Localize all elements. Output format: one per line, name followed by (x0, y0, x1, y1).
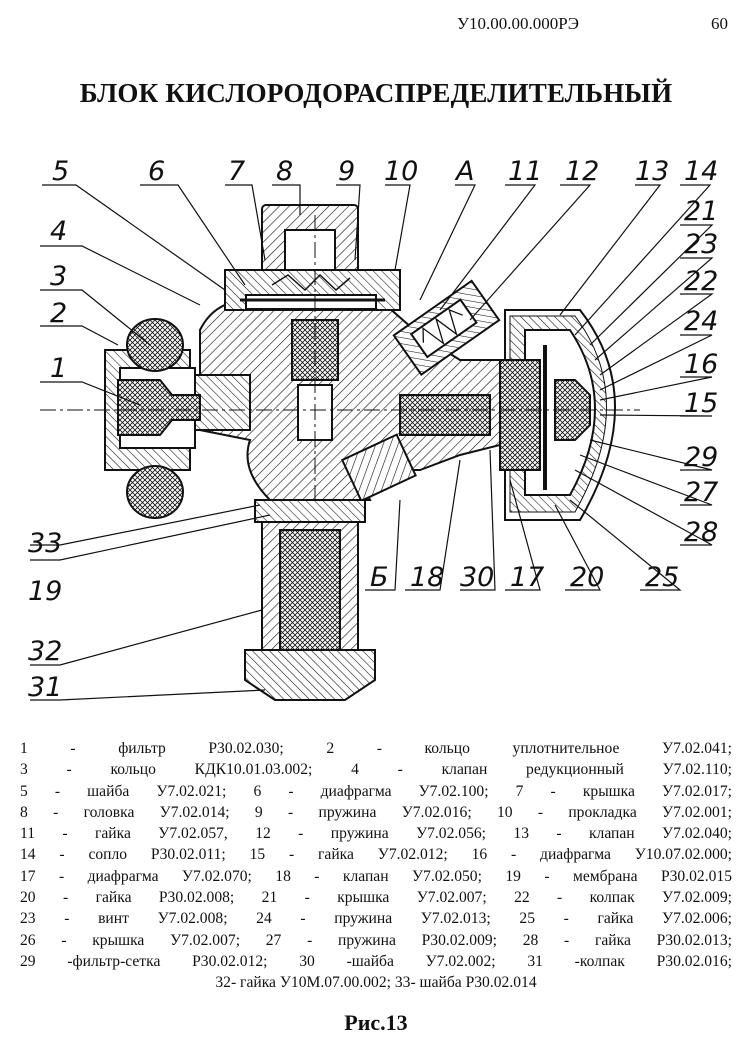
drawing-body (40, 204, 640, 701)
legend-line: 29 -фильтр-сетка Р30.02.012; 30 -шайба У… (20, 952, 732, 970)
legend-line: 17 - диафрагма У7.02.070; 18 - клапан У7… (20, 867, 732, 885)
legend-line: 32- гайка У10М.07.00.002; 33- шайба Р30.… (215, 974, 537, 992)
callout-B: Б (370, 562, 389, 593)
legend-line: 23 - винт У7.02.008; 24 - пружина У7.02.… (20, 910, 732, 928)
callout-10: 10 (384, 156, 418, 187)
callout-32: 32 (28, 636, 62, 667)
callout-25: 25 (645, 562, 679, 593)
callout-11: 11 (508, 156, 542, 187)
callout-27: 27 (684, 477, 718, 508)
callout-18: 18 (410, 562, 444, 593)
parts-legend: 1 - фильтр Р30.02.030; 2 - кольцо уплотн… (20, 738, 732, 994)
assembly-svg: 5 6 7 8 9 10 А 11 12 13 14 21 23 22 24 1… (28, 156, 718, 703)
callout-12: 12 (565, 156, 599, 187)
callout-16: 16 (684, 349, 718, 380)
callout-21: 21 (684, 196, 718, 227)
callout-2: 2 (50, 298, 67, 329)
callout-6: 6 (148, 156, 165, 187)
callout-28: 28 (684, 517, 718, 548)
callout-17: 17 (510, 562, 544, 593)
callout-24: 24 (684, 306, 718, 337)
legend-line: 3 - кольцо КДК10.01.03.002; 4 - клапан р… (20, 761, 732, 779)
page-header: У10.00.00.000РЭ 60 (0, 14, 752, 38)
assembly-drawing: 5 6 7 8 9 10 А 11 12 13 14 21 23 22 24 1… (0, 150, 752, 710)
page-title: БЛОК КИСЛОРОДОРАСПРЕДЕЛИТЕЛЬНЫЙ (79, 78, 673, 108)
callout-30: 30 (460, 562, 494, 593)
legend-line: 20 - гайка Р30.02.008; 21 - крышка У7.02… (20, 889, 732, 907)
callout-3: 3 (50, 261, 67, 292)
callout-9: 9 (338, 156, 355, 187)
callout-22: 22 (684, 266, 718, 297)
figure-caption: Рис.13 (344, 1010, 408, 1035)
callout-8: 8 (276, 156, 293, 187)
callout-15: 15 (684, 388, 718, 419)
callout-31: 31 (28, 672, 62, 703)
callout-13: 13 (635, 156, 669, 187)
callout-A: А (454, 156, 474, 187)
legend-line: 5 - шайба У7.02.021; 6 - диафрагма У7.02… (20, 782, 732, 800)
callout-labels: 5 6 7 8 9 10 А 11 12 13 14 21 23 22 24 1… (28, 156, 718, 703)
legend-line: 26 - крышка У7.02.007; 27 - пружина Р30.… (20, 931, 732, 949)
callout-20: 20 (570, 562, 604, 593)
callout-7: 7 (228, 156, 245, 187)
callout-33: 33 (28, 528, 62, 559)
legend-line: 1 - фильтр Р30.02.030; 2 - кольцо уплотн… (20, 740, 732, 757)
callout-23: 23 (684, 229, 718, 260)
callout-1: 1 (50, 353, 67, 384)
callout-14: 14 (684, 156, 718, 187)
callout-19: 19 (28, 576, 62, 607)
document-code: У10.00.00.000РЭ (457, 14, 579, 33)
callout-29: 29 (684, 442, 718, 473)
leader-lines (30, 184, 714, 701)
legend-line: 8 - головка У7.02.014; 9 - пружина У7.02… (20, 803, 732, 821)
callout-4: 4 (50, 216, 67, 247)
callout-5: 5 (52, 156, 69, 187)
legend-line: 11 - гайка У7.02.057, 12 - пружина У7.02… (20, 825, 732, 843)
legend-line: 14 - сопло Р30.02.011; 15 - гайка У7.02.… (20, 846, 732, 864)
page-number: 60 (711, 14, 728, 33)
